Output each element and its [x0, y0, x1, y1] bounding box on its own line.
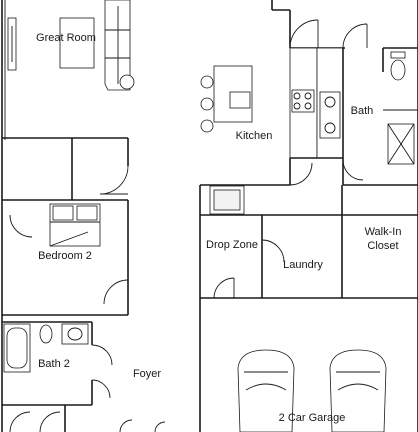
furniture — [3, 0, 415, 432]
label-laundry: Laundry — [283, 259, 323, 271]
label-bath: Bath — [351, 105, 374, 117]
label-kitchen: Kitchen — [236, 130, 273, 142]
label-walk-in-closet-line2: Closet — [367, 240, 398, 252]
label-great-room: Great Room — [36, 32, 96, 44]
door-swings — [9, 19, 368, 432]
label-drop-zone: Drop Zone — [206, 239, 258, 251]
label-bath-2: Bath 2 — [38, 358, 70, 370]
room-labels: Great Room Kitchen Bath Bedroom 2 Drop Z… — [36, 32, 401, 424]
label-foyer: Foyer — [133, 368, 161, 380]
label-walk-in-closet-line1: Walk-In — [365, 226, 402, 238]
label-bedroom-2: Bedroom 2 — [38, 250, 92, 262]
label-garage: 2 Car Garage — [279, 412, 346, 424]
